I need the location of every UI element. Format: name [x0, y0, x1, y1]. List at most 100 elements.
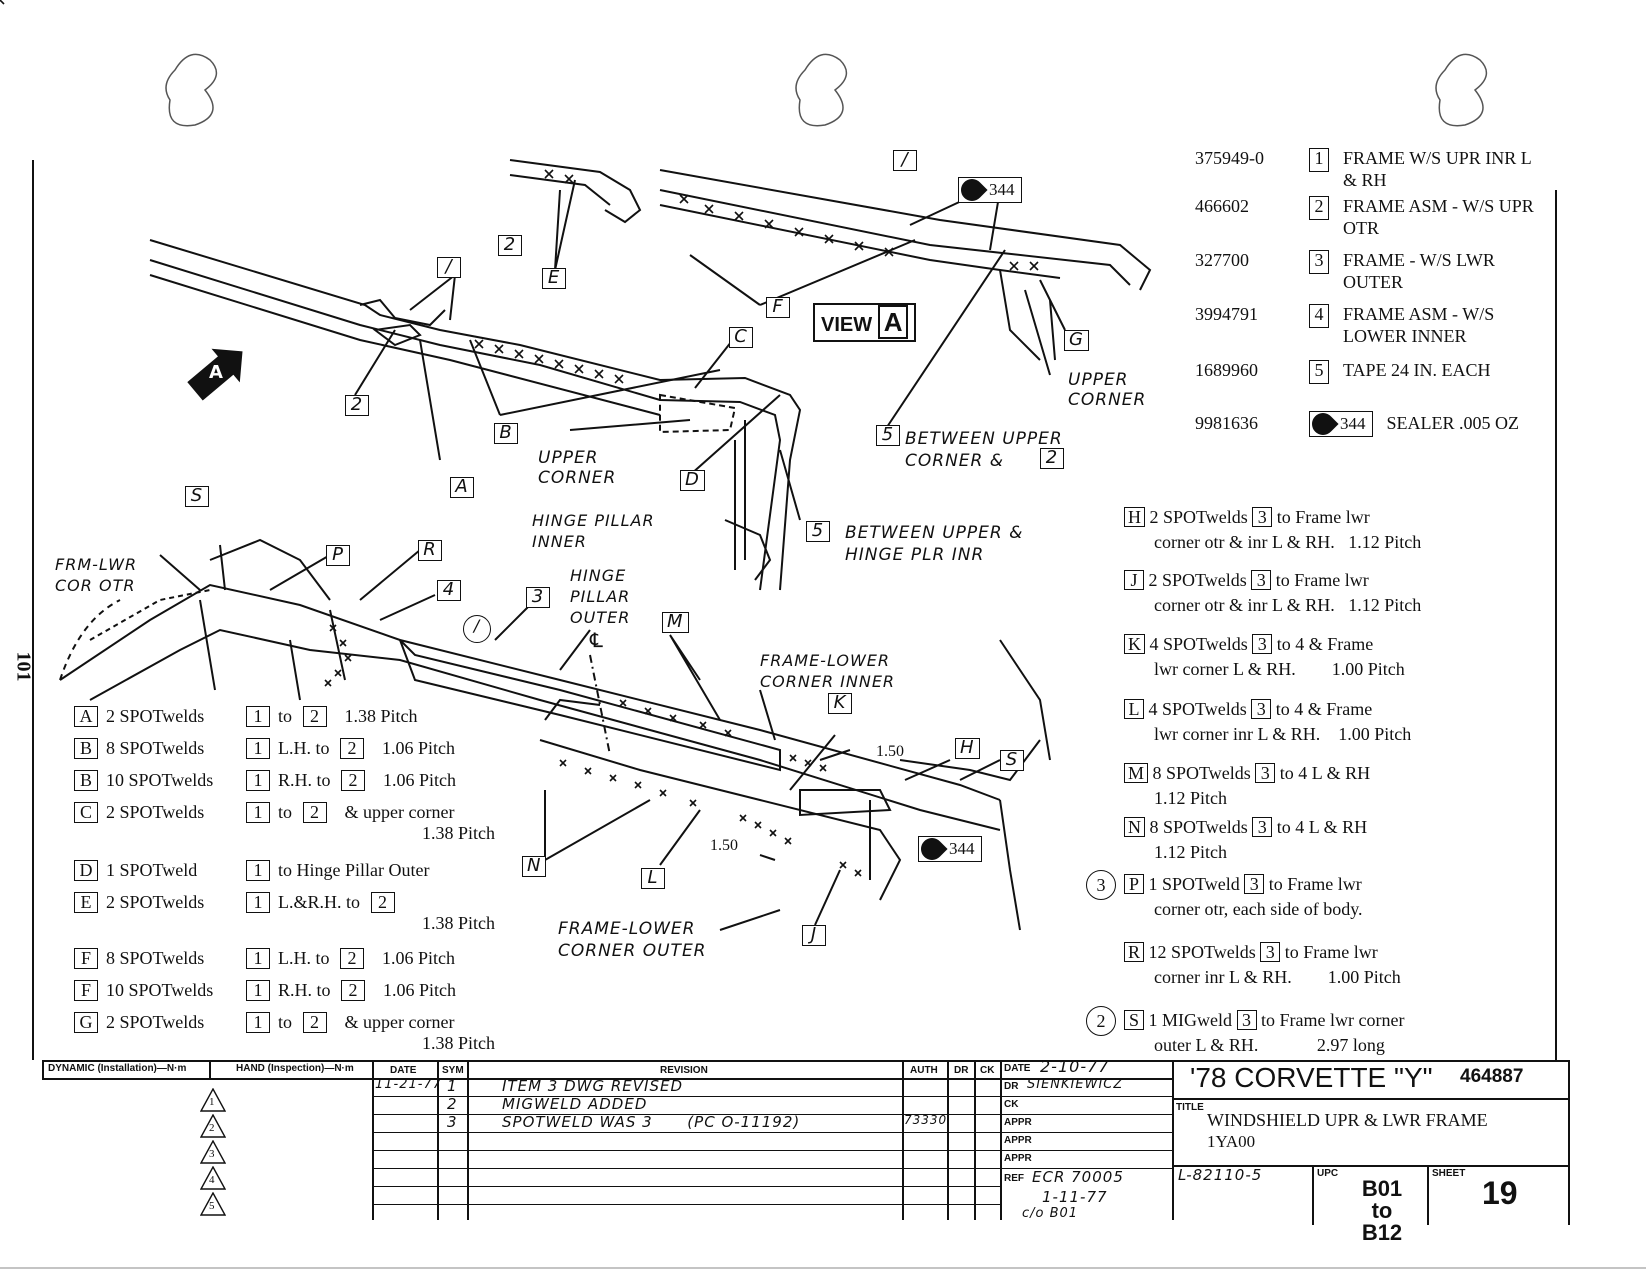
- note-ref2: 2: [370, 892, 395, 913]
- note-rest: to Frame lwr: [1284, 942, 1378, 962]
- note-line2: lwr corner inr L & RH. 1.00 Pitch: [1154, 724, 1412, 745]
- note-line2: 1.38 Pitch: [422, 823, 496, 843]
- note-line2: 1.38 Pitch: [422, 913, 496, 933]
- sealer-tag-bottom: 344: [916, 833, 982, 865]
- upc-label: UPC: [1317, 1168, 1339, 1179]
- part-number: 466602: [1195, 196, 1249, 216]
- note-tail: & upper corner: [344, 802, 455, 822]
- dim-150-b: 1.50: [710, 837, 738, 854]
- revision-auth: 73330: [904, 1113, 948, 1127]
- note-key: S: [1124, 1010, 1144, 1030]
- note-line2: corner otr, each side of body.: [1154, 899, 1363, 920]
- note-ref: 3: [1260, 942, 1281, 962]
- note-text: 2 SPOTwelds: [106, 706, 205, 726]
- note-ref: 1: [246, 1012, 270, 1033]
- upc-value: B01 to B12: [1361, 1176, 1403, 1245]
- note-text: 2 SPOTwelds: [106, 892, 205, 912]
- frame-lower-corner-inner-label: FRAME-LOWER CORNER INNER: [760, 651, 896, 691]
- note-text: 4 SPOTwelds: [1148, 699, 1247, 719]
- revision-sym: 3: [447, 1113, 458, 1131]
- callout-box-J: J: [802, 925, 826, 946]
- torque-triangle-icon: 2: [199, 1113, 227, 1138]
- part-number: 3994791: [1195, 304, 1258, 324]
- note-text: 10 SPOTwelds: [106, 770, 214, 790]
- note-text: 8 SPOTwelds: [1152, 763, 1251, 783]
- part-description: SEALER .005 OZ: [1386, 413, 1520, 433]
- note-circle: 2: [1086, 1006, 1116, 1036]
- revision-sym: 1: [447, 1077, 458, 1095]
- note-text: 8 SPOTwelds: [106, 738, 205, 758]
- note-ref: 3: [1252, 634, 1273, 654]
- note-key: L: [1124, 699, 1144, 719]
- note-ref2: 2: [340, 738, 364, 759]
- callout-box-B: B: [494, 423, 518, 444]
- note-line2: 1.12 Pitch: [1154, 788, 1228, 809]
- callout-box-P: P: [326, 545, 350, 566]
- part-description: FRAME - W/S LWR OUTER: [1343, 250, 1495, 292]
- note-ref2: 2: [341, 980, 366, 1001]
- part-ref-box: 5: [1309, 360, 1329, 384]
- callout-box-A: A: [450, 477, 474, 498]
- note-ref: 1: [246, 860, 270, 881]
- note-rest: to Frame lwr corner: [1261, 1010, 1405, 1030]
- title-label: TITLE: [1176, 1102, 1204, 1113]
- appr-label-3: APPR: [1004, 1153, 1032, 1164]
- callout-box-R: R: [418, 540, 442, 561]
- callout-box-3: 3: [526, 587, 550, 608]
- note-rest: to Hinge Pillar Outer: [278, 860, 430, 880]
- callout-box-2: 2: [345, 395, 369, 416]
- note-rest: to 4 & Frame: [1276, 634, 1374, 654]
- part-description: FRAME W/S UPR INR L & RH: [1343, 148, 1532, 190]
- note-text: 1 SPOTweld: [106, 860, 198, 880]
- note-key: G: [74, 1012, 98, 1033]
- note-text: 8 SPOTwelds: [106, 948, 205, 968]
- part-number: 375949-0: [1195, 148, 1264, 168]
- note-rest: L.&R.H. to: [278, 892, 361, 912]
- part-number: 327700: [1195, 250, 1249, 270]
- note-key: A: [74, 706, 98, 727]
- dr-value: SIENKIEWICZ: [1027, 1077, 1124, 1092]
- torque-triangle-icon: 3: [199, 1139, 227, 1164]
- note-text: 2 SPOTwelds: [106, 1012, 205, 1032]
- note-ref: 1: [246, 980, 270, 1001]
- callout-box-1-top: /: [893, 150, 917, 171]
- callout-box-5-upper: 5: [876, 425, 900, 446]
- note-line2: outer L & RH. 2.97 long: [1154, 1035, 1385, 1056]
- model-name: '78 CORVETTE "Y": [1190, 1062, 1433, 1093]
- callout-box-E: E: [542, 268, 566, 289]
- part-description: FRAME ASM - W/S UPR OTR: [1343, 196, 1534, 238]
- note-ref: 1: [246, 802, 270, 823]
- part-ref-box: 3: [1309, 250, 1329, 274]
- view-word: VIEW: [821, 314, 873, 336]
- between-upper-hinge-label: BETWEEN UPPER & HINGE PLR INR: [845, 523, 1024, 566]
- note-text: 2 SPOTwelds: [106, 802, 205, 822]
- callout-box-S: S: [185, 486, 209, 507]
- date-label: DATE: [1004, 1063, 1031, 1074]
- callout-box-L: L: [641, 868, 665, 889]
- note-text: 4 SPOTwelds: [1149, 634, 1248, 654]
- note-ref: 3: [1252, 817, 1273, 837]
- note-key: P: [1124, 874, 1144, 894]
- note-key: J: [1124, 570, 1144, 590]
- note-circle: 3: [1086, 870, 1116, 900]
- note-rest: to Frame lwr: [1276, 507, 1370, 527]
- note-ref2: 2: [341, 770, 366, 791]
- note-text: 2 SPOTwelds: [1148, 570, 1247, 590]
- centerline-symbol: ℄: [590, 630, 603, 652]
- note-tail: & upper corner: [344, 1012, 455, 1032]
- revision-text: SPOTWELD WAS 3 (PC O-11192): [502, 1113, 801, 1131]
- part-ref-box: 344: [1307, 408, 1373, 440]
- note-key: F: [74, 948, 98, 969]
- ck-label: CK: [1004, 1099, 1019, 1110]
- appr-label-2: APPR: [1004, 1135, 1032, 1146]
- sealer-drop-icon: [956, 174, 988, 206]
